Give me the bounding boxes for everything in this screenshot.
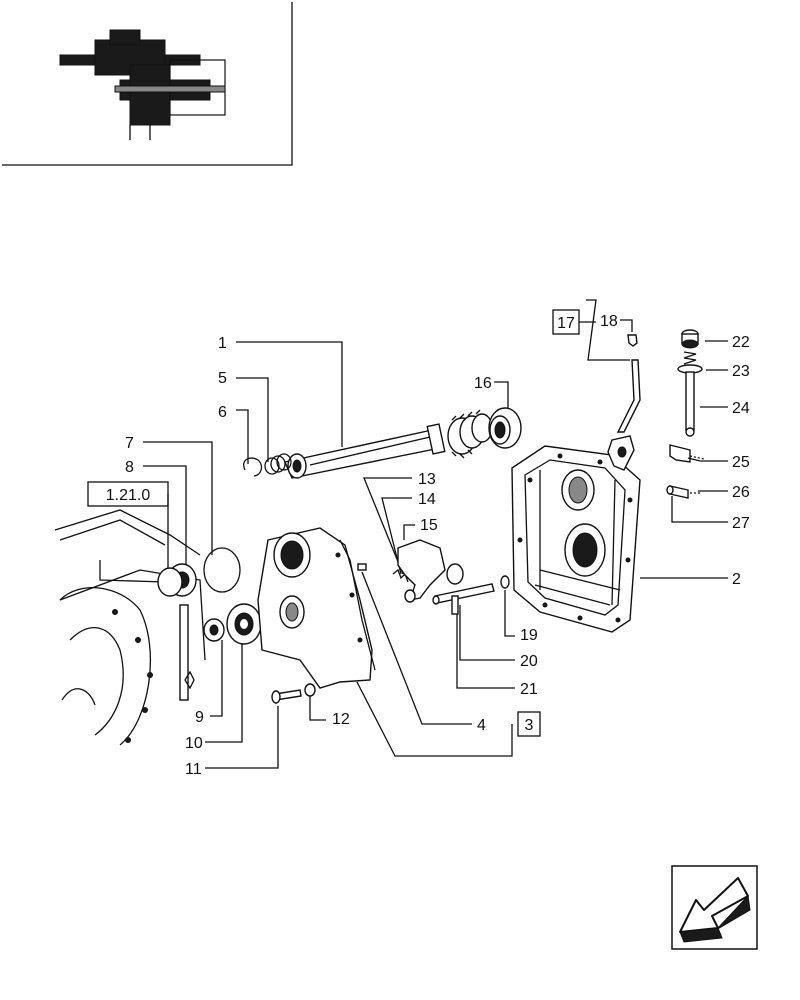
gear-cluster [447, 409, 493, 459]
spring-part-23 [683, 351, 697, 365]
callout-8: 8 [125, 459, 134, 476]
callout-11: 11 [185, 761, 202, 778]
knob-part-18 [627, 334, 638, 347]
callout-4: 4 [477, 717, 486, 734]
ref-label-3: 3 [525, 717, 534, 734]
callout-9: 9 [195, 709, 204, 726]
spring-part-5 [264, 453, 292, 475]
fork-shaft-part-20 [432, 583, 495, 605]
callout-23: 23 [732, 363, 750, 380]
bearing-part-16 [488, 407, 522, 449]
callout-13: 13 [418, 471, 436, 488]
callout-10: 10 [185, 735, 203, 752]
ref-box-3[interactable]: 3 [517, 711, 541, 737]
callout-19: 19 [520, 627, 538, 644]
circlip-part-6 [243, 457, 263, 477]
callout-15: 15 [420, 517, 438, 534]
callout-5: 5 [218, 370, 227, 387]
ref-label-17: 17 [557, 315, 575, 332]
callout-20: 20 [520, 653, 538, 670]
callout-26: 26 [732, 484, 750, 501]
selector-lever-part-17 [607, 359, 641, 471]
pin-part-26-27 [666, 485, 700, 499]
plunger-part-24 [677, 364, 703, 437]
washer-part-12 [304, 683, 316, 697]
callout-24: 24 [732, 400, 750, 417]
ref-label-1-21-0: 1.21.0 [106, 487, 151, 504]
roll-pin-part-21 [451, 595, 459, 615]
callout-16: 16 [474, 375, 492, 392]
callout-2: 2 [732, 571, 741, 588]
front-cover-part [257, 527, 376, 689]
leader-lines [143, 299, 728, 769]
arrow-down-left-icon[interactable] [671, 865, 758, 950]
callout-1: 1 [218, 335, 227, 352]
callout-22: 22 [732, 334, 750, 351]
callout-18: 18 [600, 313, 618, 330]
locator-thumbnail [2, 2, 293, 166]
callout-25: 25 [732, 454, 750, 471]
callout-27: 27 [732, 515, 750, 532]
ref-box-17[interactable]: 17 [552, 309, 580, 335]
bearing-part-8 [157, 563, 197, 597]
callout-21: 21 [520, 681, 538, 698]
bracket-part-25 [669, 444, 705, 463]
pin-part-4 [357, 563, 367, 571]
snap-ring-part-7 [203, 547, 241, 593]
rear-cover-plate-part-2 [511, 445, 641, 633]
cap-part-22 [681, 329, 699, 349]
callout-14: 14 [418, 491, 436, 508]
thumbnail-frame [2, 2, 293, 166]
washer-part-19 [500, 575, 510, 589]
callout-6: 6 [218, 404, 227, 421]
callout-12: 12 [332, 711, 350, 728]
callout-7: 7 [125, 435, 134, 452]
gearbox-housing [54, 509, 206, 746]
ref-box-1-21-0[interactable]: 1.21.0 [87, 481, 169, 507]
drive-shaft-part-1 [284, 409, 493, 479]
callout-labels: 1 5 6 7 8 9 10 11 12 13 14 15 16 18 19 2… [125, 313, 750, 778]
bearing-part-10 [226, 603, 262, 645]
nut-part-9 [203, 618, 225, 642]
bolt-part-11 [271, 689, 302, 704]
shift-fork-part-15 [397, 539, 464, 603]
